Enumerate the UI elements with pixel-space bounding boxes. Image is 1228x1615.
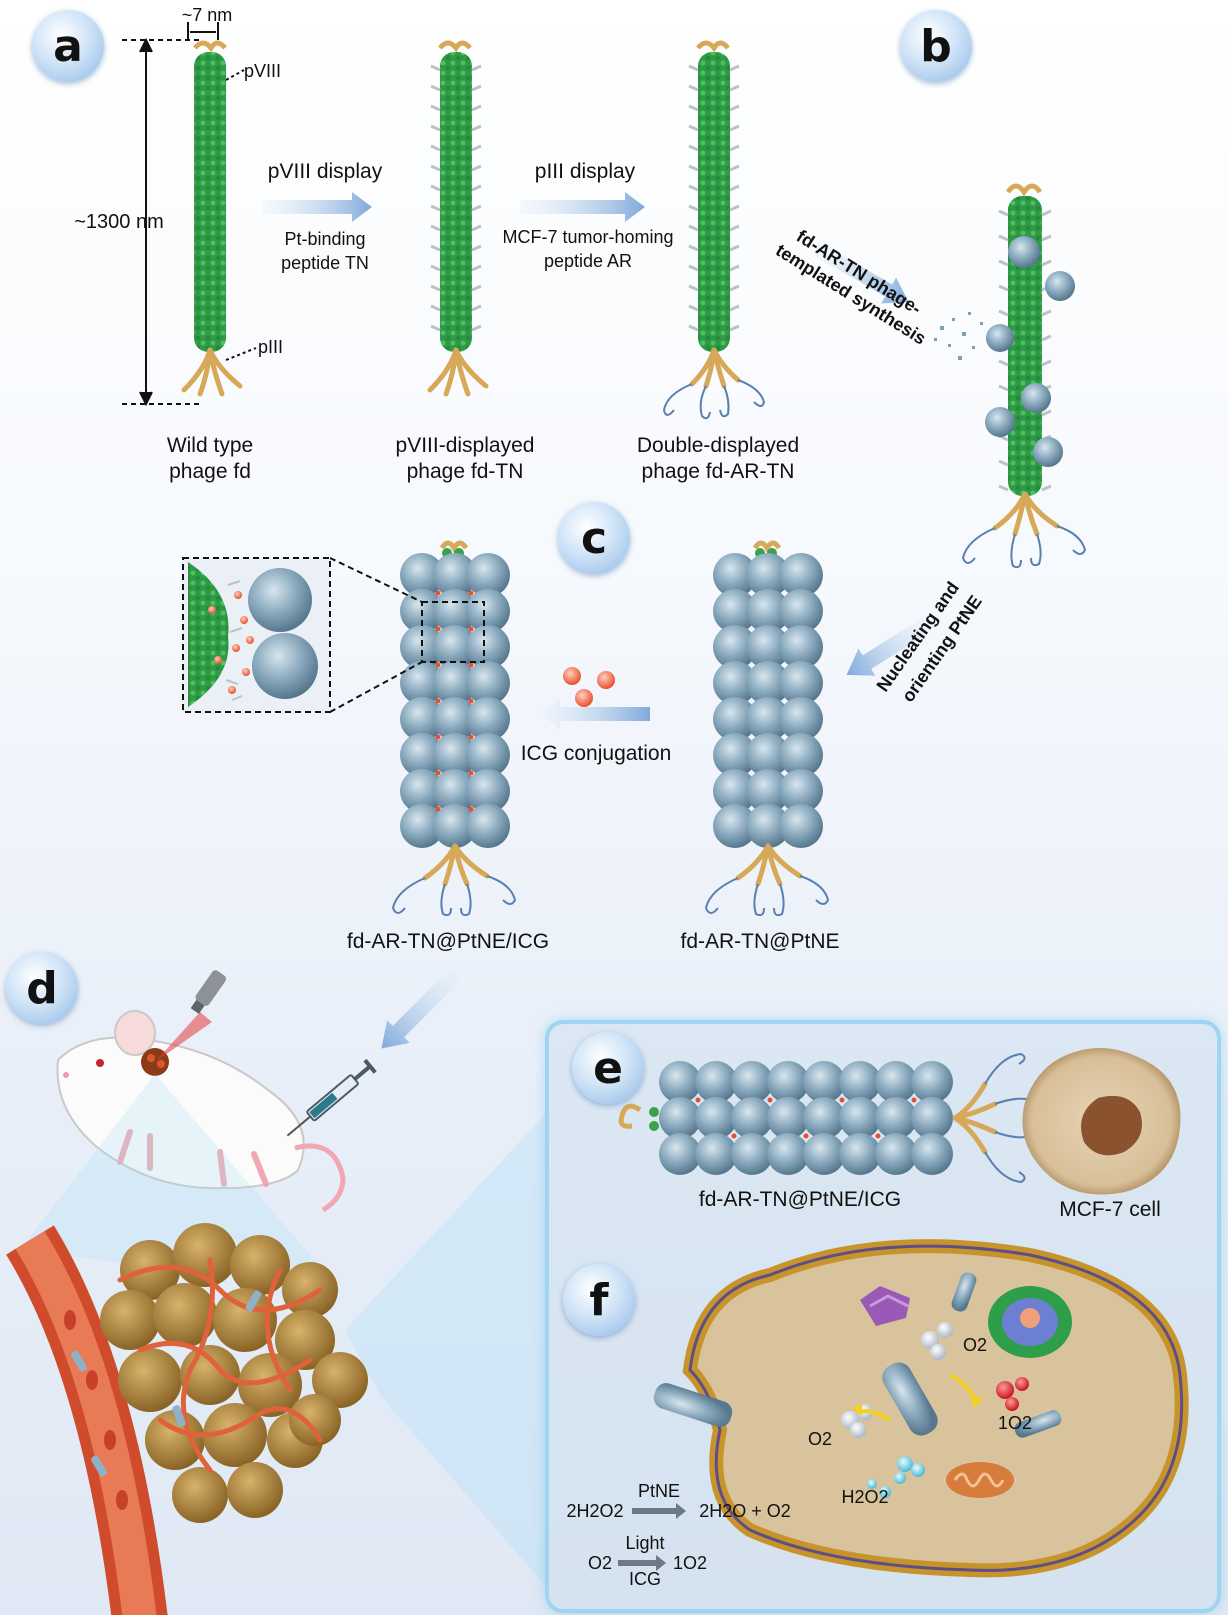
- tumor-tissue: [6, 1223, 368, 1615]
- eq2-bottom: ICG: [628, 1569, 661, 1589]
- wild-type-line2: phage fd: [169, 460, 251, 483]
- badge-c: c: [558, 502, 630, 574]
- o2-label-a: O2: [962, 1335, 987, 1355]
- panel-e-phage-label: fd-AR-TN@PtNE/ICG: [698, 1188, 902, 1211]
- icg-conjugation-label: ICG conjugation: [520, 742, 672, 765]
- ptne-label: fd-AR-TN@PtNE: [680, 930, 840, 953]
- ptne-icg-label: fd-AR-TN@PtNE/ICG: [346, 930, 550, 953]
- double-displayed-line2: phage fd-AR-TN: [641, 460, 795, 483]
- nucleus-organelle: [988, 1286, 1072, 1358]
- eq2-right: 1O2: [672, 1553, 708, 1573]
- pviii-displayed-line1: pVIII-displayed: [395, 434, 535, 457]
- step2-sub2: peptide AR: [543, 251, 633, 271]
- badge-d: d: [6, 952, 78, 1024]
- eq2-left: O2: [587, 1553, 612, 1573]
- pviii-displayed-line2: phage fd-TN: [406, 460, 524, 483]
- mitochondrion-organelle: [946, 1462, 1014, 1498]
- zoom-cone-tumor: [345, 1110, 549, 1590]
- wild-type-line1: Wild type: [166, 434, 254, 457]
- step1-title: pVIII display: [267, 160, 383, 183]
- length-label: ~1300 nm: [74, 211, 164, 233]
- double-displayed-line1: Double-displayed: [636, 434, 800, 457]
- phage-fd-tn: [427, 40, 489, 397]
- phage-ptne: [704, 540, 830, 917]
- phage-ptne-icg: [391, 540, 517, 917]
- phage-fd-ar-tn: [662, 40, 766, 420]
- arrow-pviii-display: [262, 192, 372, 222]
- step1-sub2: peptide TN: [281, 253, 369, 273]
- badge-a: a: [32, 10, 104, 82]
- eq1-right: 2H2O + O2: [699, 1501, 791, 1521]
- step2-sub1: MCF-7 tumor-homing: [502, 227, 674, 247]
- golgi-organelle: [860, 1286, 910, 1326]
- phage-nucleating: [934, 183, 1087, 569]
- eq1-catalyst: PtNE: [637, 1481, 680, 1501]
- pviii-label: pVIII: [244, 61, 282, 81]
- arrow-icg-conjugation: [540, 699, 650, 729]
- mcf7-cell: [1022, 1048, 1181, 1195]
- syringe: [286, 1058, 377, 1137]
- piii-label: pIII: [258, 337, 284, 357]
- width-label: ~7 nm: [181, 5, 233, 25]
- phage-horizontal: [618, 1052, 1034, 1184]
- zoom-inset: [182, 557, 423, 713]
- arrow-templated-synthesis: [811, 241, 909, 304]
- arrow-nucleating: [846, 617, 933, 676]
- arrow-piii-display: [520, 192, 645, 222]
- badge-e: e: [572, 1032, 644, 1104]
- panel-e-f-layer: [618, 1048, 1189, 1578]
- badge-b: b: [900, 10, 972, 82]
- eq1-left: 2H2O2: [566, 1501, 624, 1521]
- badge-f: f: [563, 1264, 635, 1336]
- mouse-illustration: [56, 970, 346, 1213]
- dimension-markers: [122, 22, 257, 407]
- singlet-oxygen-label: 1O2: [997, 1413, 1033, 1433]
- arrow-injection: [381, 969, 461, 1049]
- eq2-top: Light: [625, 1533, 665, 1553]
- cell-interior: [653, 1239, 1189, 1578]
- phage-wild-type: [181, 40, 243, 397]
- icg-molecules: [563, 667, 615, 707]
- mcf7-label: MCF-7 cell: [1059, 1198, 1161, 1221]
- o2-label-b: O2: [807, 1429, 832, 1449]
- step2-title: pIII display: [534, 160, 636, 183]
- h2o2-label: H2O2: [841, 1487, 889, 1507]
- step1-sub1: Pt-binding: [284, 229, 366, 249]
- equation-arrows: [618, 1503, 686, 1571]
